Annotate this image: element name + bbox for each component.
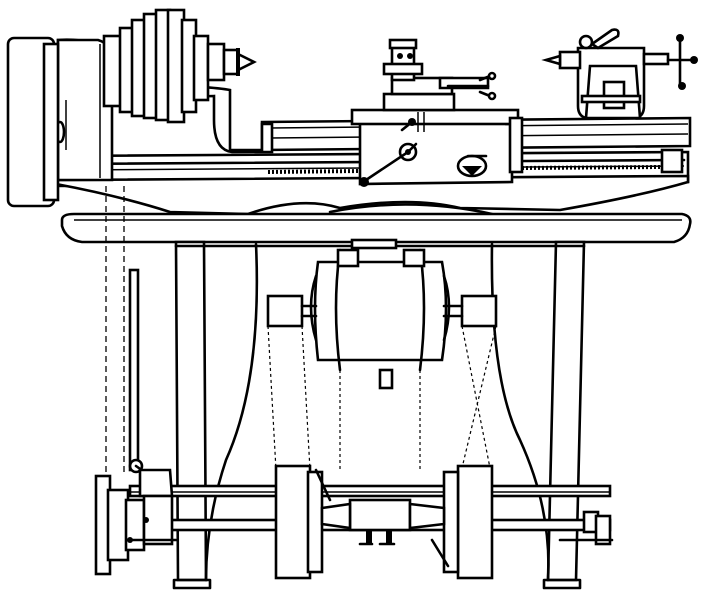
chip-pan [60,212,692,244]
motor [266,248,498,390]
tailstock [541,28,698,120]
headstock [6,8,274,208]
carriage [350,38,524,187]
drive-belts [105,186,497,476]
countershaft [128,464,614,580]
bed-base [54,174,690,216]
lever-assembly [94,268,178,576]
